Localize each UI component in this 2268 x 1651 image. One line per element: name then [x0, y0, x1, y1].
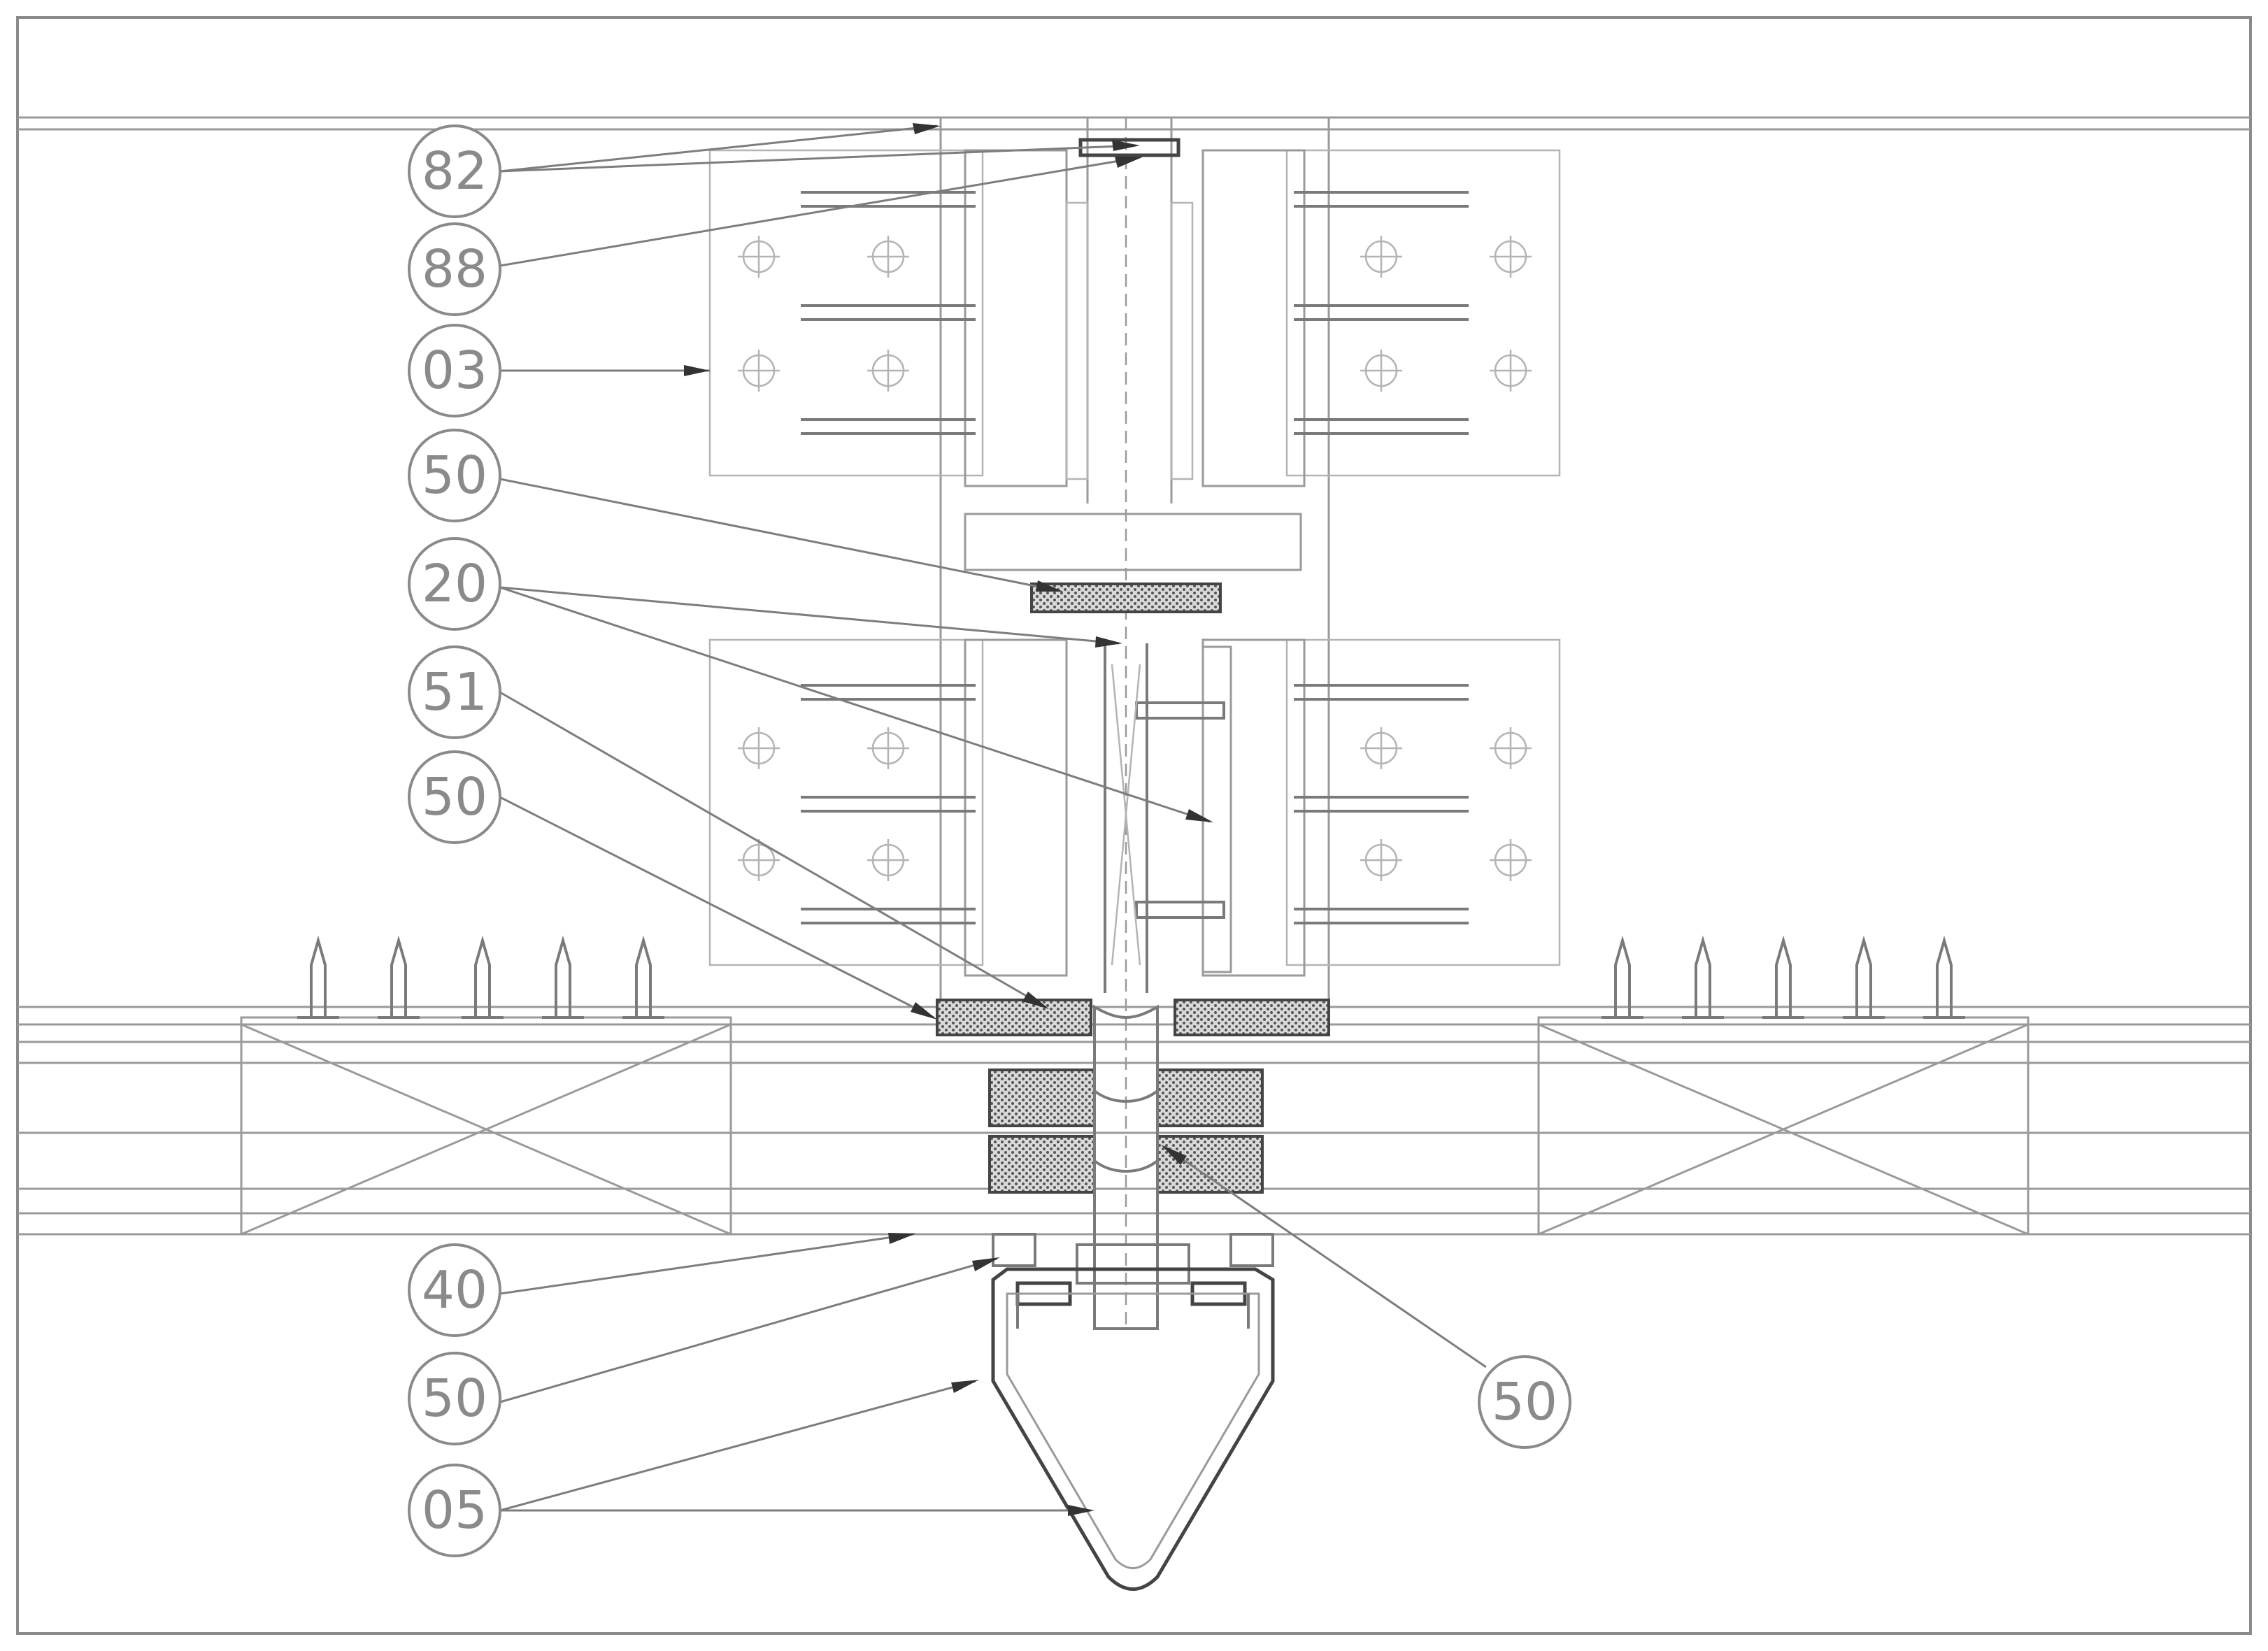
right-insulation-block: [1537, 1016, 2030, 1236]
nails: [297, 935, 1965, 1019]
callout-label: 50: [1492, 1372, 1557, 1432]
bolt-hole-markers: [738, 236, 1532, 881]
lower-right-bracket: [1201, 638, 1561, 977]
joint-gaskets: [936, 999, 1330, 1330]
leader-lines: [499, 123, 1487, 1516]
callout-label: 51: [422, 662, 487, 722]
callout-label: 88: [422, 239, 487, 299]
callout-05: 05: [408, 1464, 501, 1557]
callout-03: 03: [408, 324, 501, 417]
upper-slab-lines: [17, 116, 2251, 131]
callout-label: 50: [422, 767, 487, 827]
anchor-bolts: [801, 191, 1469, 924]
callout-label: 40: [422, 1260, 487, 1320]
lower-left-bracket: [708, 638, 1068, 977]
callout-51: 51: [408, 645, 501, 739]
callout-label: 50: [422, 1368, 487, 1429]
callout-50-c: 50: [408, 1352, 501, 1445]
floor-slab: [17, 1006, 2251, 1236]
callout-50-a: 50: [408, 429, 501, 522]
cover-cap: [991, 1233, 1275, 1591]
left-insulation-block: [240, 1016, 732, 1236]
callout-82: 82: [408, 124, 501, 218]
callout-label: 05: [422, 1480, 487, 1541]
callout-label: 20: [422, 554, 487, 614]
callout-50-d: 50: [1478, 1355, 1571, 1449]
callout-label: 50: [422, 445, 487, 506]
callout-50-b: 50: [408, 750, 501, 844]
callout-label: 03: [422, 341, 487, 401]
callout-20: 20: [408, 537, 501, 631]
callout-40: 40: [408, 1243, 501, 1337]
connector-parts: [1030, 138, 1225, 993]
callout-label: 82: [422, 141, 487, 201]
drawing-border: [16, 16, 2252, 1635]
callout-88: 88: [408, 222, 501, 316]
